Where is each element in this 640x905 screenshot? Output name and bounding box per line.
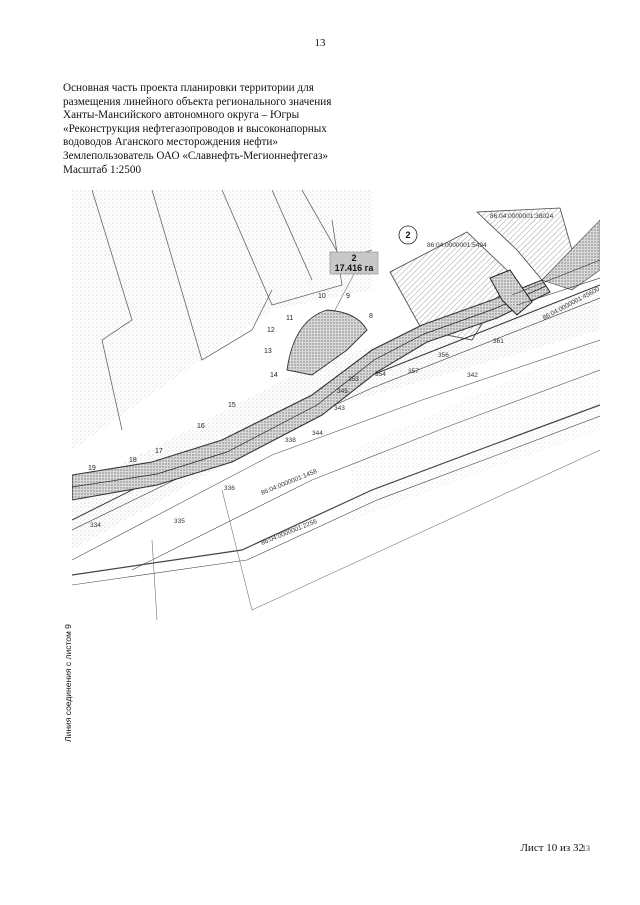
pipeline-axis xyxy=(72,285,547,488)
area-number: 2 xyxy=(351,253,356,263)
cadastral-label: 86:04:0000001:5494 xyxy=(427,242,487,249)
parcel-boundary xyxy=(271,190,313,281)
parcel-label: 335 xyxy=(174,518,185,525)
forest-area xyxy=(72,190,372,450)
sheet-footer: Лист 10 из 32 13 xyxy=(520,842,590,854)
parcel-label: 345 xyxy=(337,388,348,395)
sheet-overlay-number: 13 xyxy=(582,844,590,853)
point-label: 14 xyxy=(270,372,278,379)
point-label: 9 xyxy=(346,293,350,300)
parcel-label: 334 xyxy=(90,522,101,529)
circle-marker-label: 2 xyxy=(405,230,410,240)
pipeline-corridor xyxy=(72,279,551,501)
heading-scale: Масштаб 1:2500 xyxy=(63,163,142,176)
circle-marker xyxy=(398,225,418,245)
point-label: 10 xyxy=(318,293,326,300)
page-number: 13 xyxy=(314,37,326,49)
heading-line: «Реконструкция нефтегазопроводов и высок… xyxy=(63,122,327,135)
parcel-label: 342 xyxy=(467,372,478,379)
road-line xyxy=(221,449,600,611)
cadastral-label: 86:04:0000001:2256 xyxy=(260,518,318,547)
point-label: 12 xyxy=(267,327,275,334)
sheet-counter: Лист 10 из 32 xyxy=(520,842,584,854)
heading-line: Землепользователь ОАО «Славнефть-Мегионн… xyxy=(63,149,328,162)
point-label: 15 xyxy=(228,402,236,409)
cadastral-label: 86:04:0000001:38024 xyxy=(490,213,554,220)
parcel-label: 344 xyxy=(312,430,323,437)
point-label: 11 xyxy=(286,315,293,322)
document-heading: Основная часть проекта планировки террит… xyxy=(63,82,363,177)
point-label: 8 xyxy=(369,313,373,320)
road-line xyxy=(72,404,600,576)
road-line xyxy=(72,415,600,586)
well-pad xyxy=(286,309,368,376)
cadastral-label: 86:04:0000001:1458 xyxy=(260,468,318,497)
map-drawing: 2 17.416 га 2 8 9 10 11 12 13 14 15 16 1… xyxy=(72,190,600,621)
parcel-label: 353 xyxy=(348,376,359,383)
point-label: 18 xyxy=(129,457,137,464)
parcel-label: 336 xyxy=(224,485,235,492)
parcel-label: 357 xyxy=(408,368,419,375)
parcel-label: 356 xyxy=(438,352,449,359)
building-parcel xyxy=(541,219,600,291)
parcel-label: 338 xyxy=(285,437,296,444)
road-line xyxy=(151,539,158,621)
heading-line: водоводов Аганского месторождения нефти» xyxy=(63,136,278,149)
planning-map: 2 17.416 га 2 8 9 10 11 12 13 14 15 16 1… xyxy=(72,190,600,650)
parcel-boundary xyxy=(151,190,273,361)
area-value: 17.416 га xyxy=(335,263,375,273)
road-line xyxy=(131,369,600,571)
point-label: 16 xyxy=(197,423,205,430)
road-line xyxy=(511,259,600,296)
forest-area xyxy=(352,340,600,520)
parcel-boundary xyxy=(91,190,133,431)
sheet-connection-label: Линия соединения с листом 9 xyxy=(63,624,73,742)
parcel-label: 354 xyxy=(375,371,386,378)
heading-line: Ханты-Мансийского автономного округа – Ю… xyxy=(63,109,300,122)
heading-line: размещения линейного объекта регионально… xyxy=(63,95,332,108)
forest-area xyxy=(72,290,600,550)
heading-line: Основная часть проекта планировки террит… xyxy=(63,82,314,94)
point-label: 19 xyxy=(88,465,96,472)
point-label: 13 xyxy=(264,348,272,355)
point-label: 17 xyxy=(155,448,163,455)
road-line xyxy=(516,277,600,306)
parcel-label: 343 xyxy=(334,405,345,412)
road-line xyxy=(72,339,600,561)
parcel-label: 361 xyxy=(493,338,504,345)
